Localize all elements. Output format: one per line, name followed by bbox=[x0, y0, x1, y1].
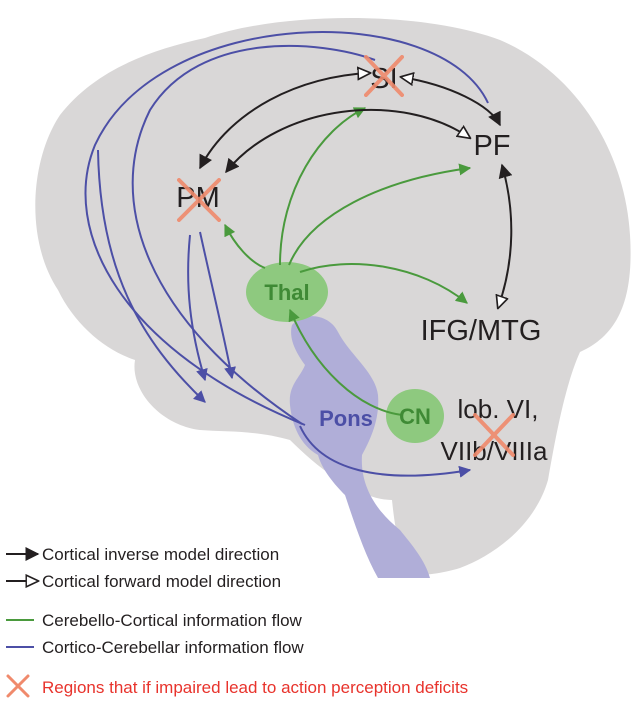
brainstem bbox=[289, 316, 430, 578]
cn-node bbox=[386, 389, 444, 443]
x-cross-icon-si bbox=[364, 55, 404, 97]
x-cross-icon-legend bbox=[6, 674, 30, 698]
cn-label: CN bbox=[399, 404, 431, 429]
legend-impaired: Regions that if impaired lead to action … bbox=[42, 678, 468, 697]
pons-label: Pons bbox=[319, 406, 373, 431]
x-cross-icon-pm bbox=[177, 178, 221, 222]
legend-cerebello-cortical: Cerebello-Cortical information flow bbox=[42, 611, 303, 630]
pf-label: PF bbox=[473, 130, 510, 162]
lob-label-line1: lob. VI, bbox=[458, 394, 539, 424]
legend-cortico-cerebellar: Cortico-Cerebellar information flow bbox=[42, 638, 304, 657]
brain-silhouette bbox=[35, 18, 631, 575]
lob-label-line2: VIIb/VIIIa bbox=[441, 436, 548, 466]
x-cross-icon-lob bbox=[473, 413, 515, 457]
legend: Cortical inverse model direction Cortica… bbox=[6, 545, 468, 698]
legend-inverse: Cortical inverse model direction bbox=[42, 545, 279, 564]
thal-label: Thal bbox=[264, 280, 309, 305]
legend-forward: Cortical forward model direction bbox=[42, 572, 281, 591]
cortico-cerebellar-arrows bbox=[84, 31, 489, 478]
ifg-mtg-label: IFG/MTG bbox=[421, 315, 542, 347]
cortical-model-arrows bbox=[199, 73, 513, 308]
thal-node bbox=[246, 262, 328, 322]
